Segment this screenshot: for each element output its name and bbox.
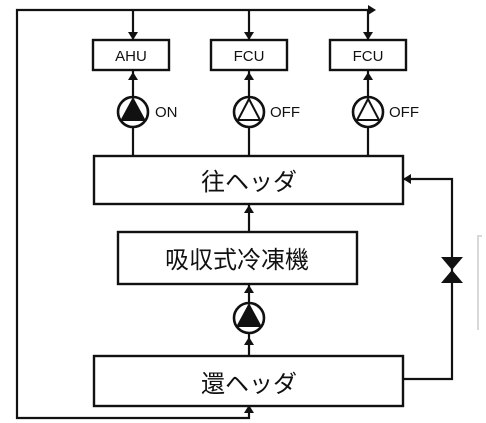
arrow-into-supply-header-bypass (403, 174, 411, 184)
arrow-ahu-up (128, 72, 138, 80)
absorption-chiller: 吸収式冷凍機 (116, 230, 359, 286)
arrow-from-return-header (244, 337, 254, 345)
supply-header-label: 往ヘッダ (201, 168, 297, 196)
arrow-into-chiller (244, 285, 254, 293)
return-header-label: 還ヘッダ (201, 370, 297, 398)
pump-ahu-icon (116, 95, 150, 129)
pump-fcu-1-status: OFF (270, 104, 300, 121)
unit-fcu-2-label: FCU (353, 48, 384, 65)
unit-ahu: AHU (91, 38, 171, 72)
pump-fcu-2-icon (351, 95, 385, 129)
arrow-into-supply-header (244, 205, 254, 213)
bypass-valve-icon (441, 257, 463, 283)
unit-fcu-1: FCU (209, 38, 289, 72)
arrow-fcu1-up (244, 72, 254, 80)
unit-fcu-2: FCU (328, 38, 408, 72)
supply-header: 往ヘッダ (92, 154, 405, 206)
arrow-fcu2-up (363, 72, 373, 80)
primary-pump-icon (232, 301, 266, 335)
arrow-fcu1-down (244, 32, 254, 40)
arrow-fcu2-down (363, 32, 373, 40)
pump-fcu-2-status: OFF (389, 104, 419, 121)
side-bracket (477, 235, 482, 330)
arrow-ahu-down (128, 32, 138, 40)
pump-fcu-1-icon (232, 95, 266, 129)
return-header: 還ヘッダ (92, 354, 405, 408)
unit-fcu-1-label: FCU (234, 48, 265, 65)
arrow-into-return-header (244, 405, 254, 413)
unit-ahu-label: AHU (115, 48, 147, 65)
arrow-top-right (368, 5, 376, 15)
absorption-chiller-label: 吸収式冷凍機 (165, 246, 309, 274)
pump-ahu-status: ON (155, 104, 178, 121)
